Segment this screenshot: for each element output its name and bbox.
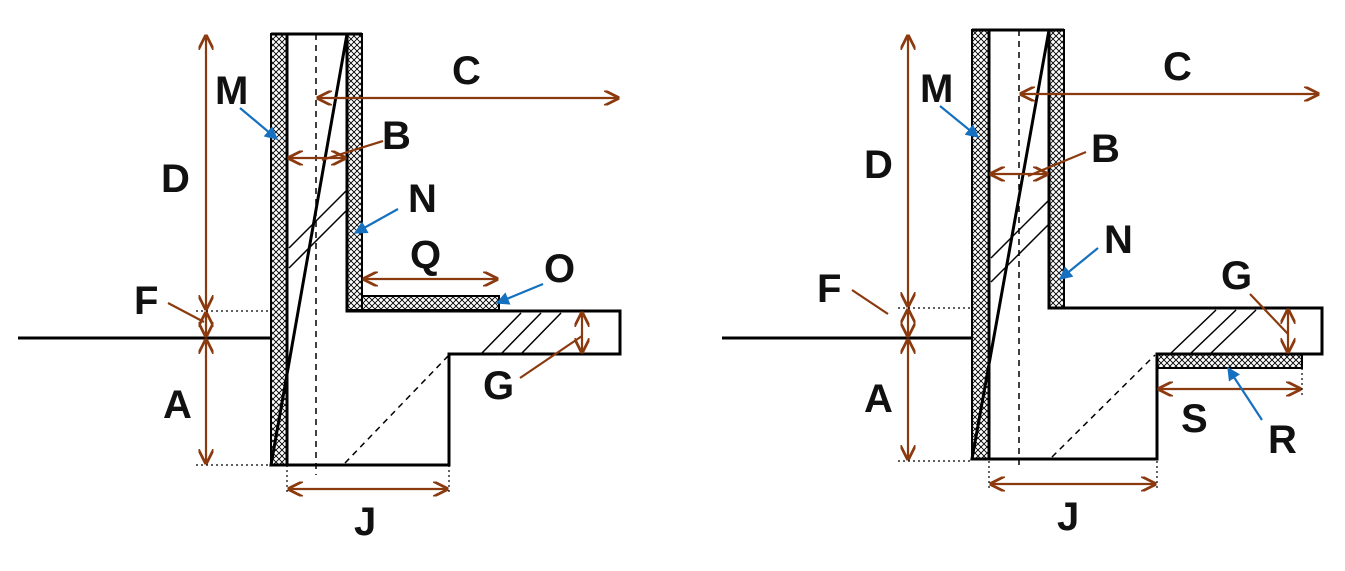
label-m: M (920, 67, 953, 111)
leader-f (167, 302, 205, 323)
left-diagram: M D F A B C N Q O G J (18, 32, 622, 544)
label-n: N (1104, 218, 1133, 262)
label-r: R (1268, 418, 1297, 462)
leader-g (1249, 293, 1289, 335)
chimney-outline (970, 28, 1324, 461)
insulation-m (270, 33, 288, 466)
pointer-m (939, 105, 980, 138)
leader-b (1027, 150, 1087, 178)
label-g: G (1221, 254, 1252, 298)
label-c: C (1163, 45, 1192, 89)
hearth-hatching (1169, 309, 1257, 355)
label-d: D (161, 157, 190, 201)
label-f: F (134, 279, 158, 323)
leader-g (519, 335, 583, 379)
pointer-o (495, 282, 544, 305)
flue-hatching (990, 199, 1050, 283)
insulation-o (361, 295, 500, 311)
flue-hatching (288, 189, 348, 269)
label-q: Q (410, 233, 441, 277)
dimension-arrows (851, 36, 1318, 484)
pointer-m (239, 107, 279, 140)
insulation-m (971, 29, 990, 460)
label-s: S (1181, 397, 1208, 441)
hearth-hatching (480, 312, 562, 355)
pointer-r (1227, 366, 1263, 421)
label-a: A (163, 383, 192, 427)
pointer-arrows (939, 105, 1263, 421)
label-j: J (354, 500, 376, 544)
pointer-n (1058, 247, 1099, 280)
label-c: C (452, 49, 481, 93)
label-g: G (483, 364, 514, 408)
right-diagram: M D F A B C N G S R J (722, 28, 1324, 539)
label-b: B (382, 114, 411, 158)
insulation-n (346, 33, 363, 311)
insulation-r (1156, 353, 1303, 369)
label-f: F (817, 267, 841, 311)
leader-f (851, 289, 889, 315)
label-j: J (1057, 495, 1079, 539)
leader-b (321, 139, 384, 162)
label-m: M (215, 69, 248, 113)
label-b: B (1091, 127, 1120, 171)
label-d: D (864, 143, 893, 187)
dimension-arrows (167, 36, 618, 489)
pointer-arrows (239, 107, 544, 305)
label-a: A (864, 377, 893, 421)
pointer-n (353, 208, 399, 234)
hearth-dashed-line (344, 354, 450, 464)
label-n: N (408, 177, 437, 221)
insulation-n (1048, 29, 1065, 309)
label-o: O (544, 247, 575, 291)
hearth-dashed-line (1051, 354, 1156, 458)
